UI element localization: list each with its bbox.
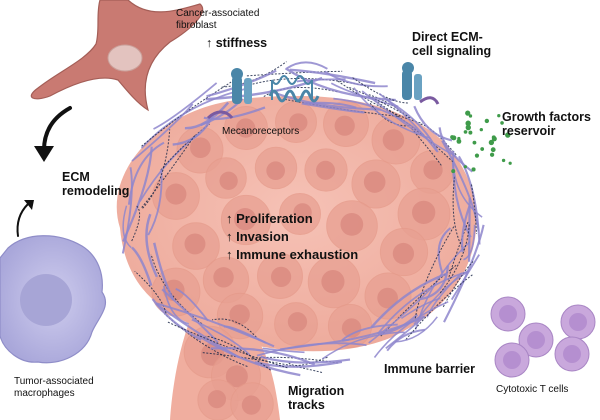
tumor-cells [151,101,454,420]
tcells-label: Cytotoxic T cells [496,384,569,395]
stiffness-label: ↑ stiffness [206,36,268,50]
integrin-receptor-icon [206,62,440,120]
direct-signaling-label: Direct ECM- cell signaling [412,30,491,59]
growth-factors-line2: reservoir [502,124,556,139]
direct-signaling-line1: Direct ECM- [412,30,483,44]
tam-label-line1: Tumor-associated [14,376,94,387]
mechanoreceptor-icon [268,75,320,103]
growth-factor-dots [450,110,512,174]
t-cell [518,322,554,358]
tam-label: Tumor-associated macrophages [14,376,94,399]
migration-tracks-label: Migration tracks [288,384,344,413]
migration-tracks-line2: tracks [288,398,325,413]
mechanoreceptors-label: Mecanoreceptors [222,126,300,137]
t-cell [490,296,526,332]
macrophage-cell [0,235,107,364]
fibroblast-cell [30,0,204,112]
immune-exhaustion-label: ↑ Immune exhaustion [226,247,359,262]
ecm-fibers [121,61,485,377]
t-cells [490,296,596,378]
direct-signaling-line2: cell signaling [412,44,492,59]
ecm-remodeling-line1: ECM [62,170,90,184]
t-cell [560,304,596,340]
small-arrow [16,200,34,237]
immune-barrier-label: Immune barrier [384,362,476,376]
caf-label: Cancer-associated fibroblast [176,8,259,31]
ecm-remodeling-line2: remodeling [62,184,130,199]
ecm-remodeling-label: ECM remodeling [62,170,129,199]
invasion-label: ↑ Invasion [226,229,289,244]
growth-factors-line1: Growth factors [502,110,591,124]
migration-tracks-line1: Migration [288,384,345,398]
caf-label-line1: Cancer-associated [176,8,260,19]
growth-factors-label: Growth factors reservoir [502,110,591,139]
tam-label-line2: macrophages [14,387,75,399]
proliferation-label: ↑ Proliferation [226,211,313,226]
t-cell [494,342,530,378]
curved-arrow [34,106,72,162]
caf-label-line2: fibroblast [176,19,217,31]
t-cell [554,336,590,372]
